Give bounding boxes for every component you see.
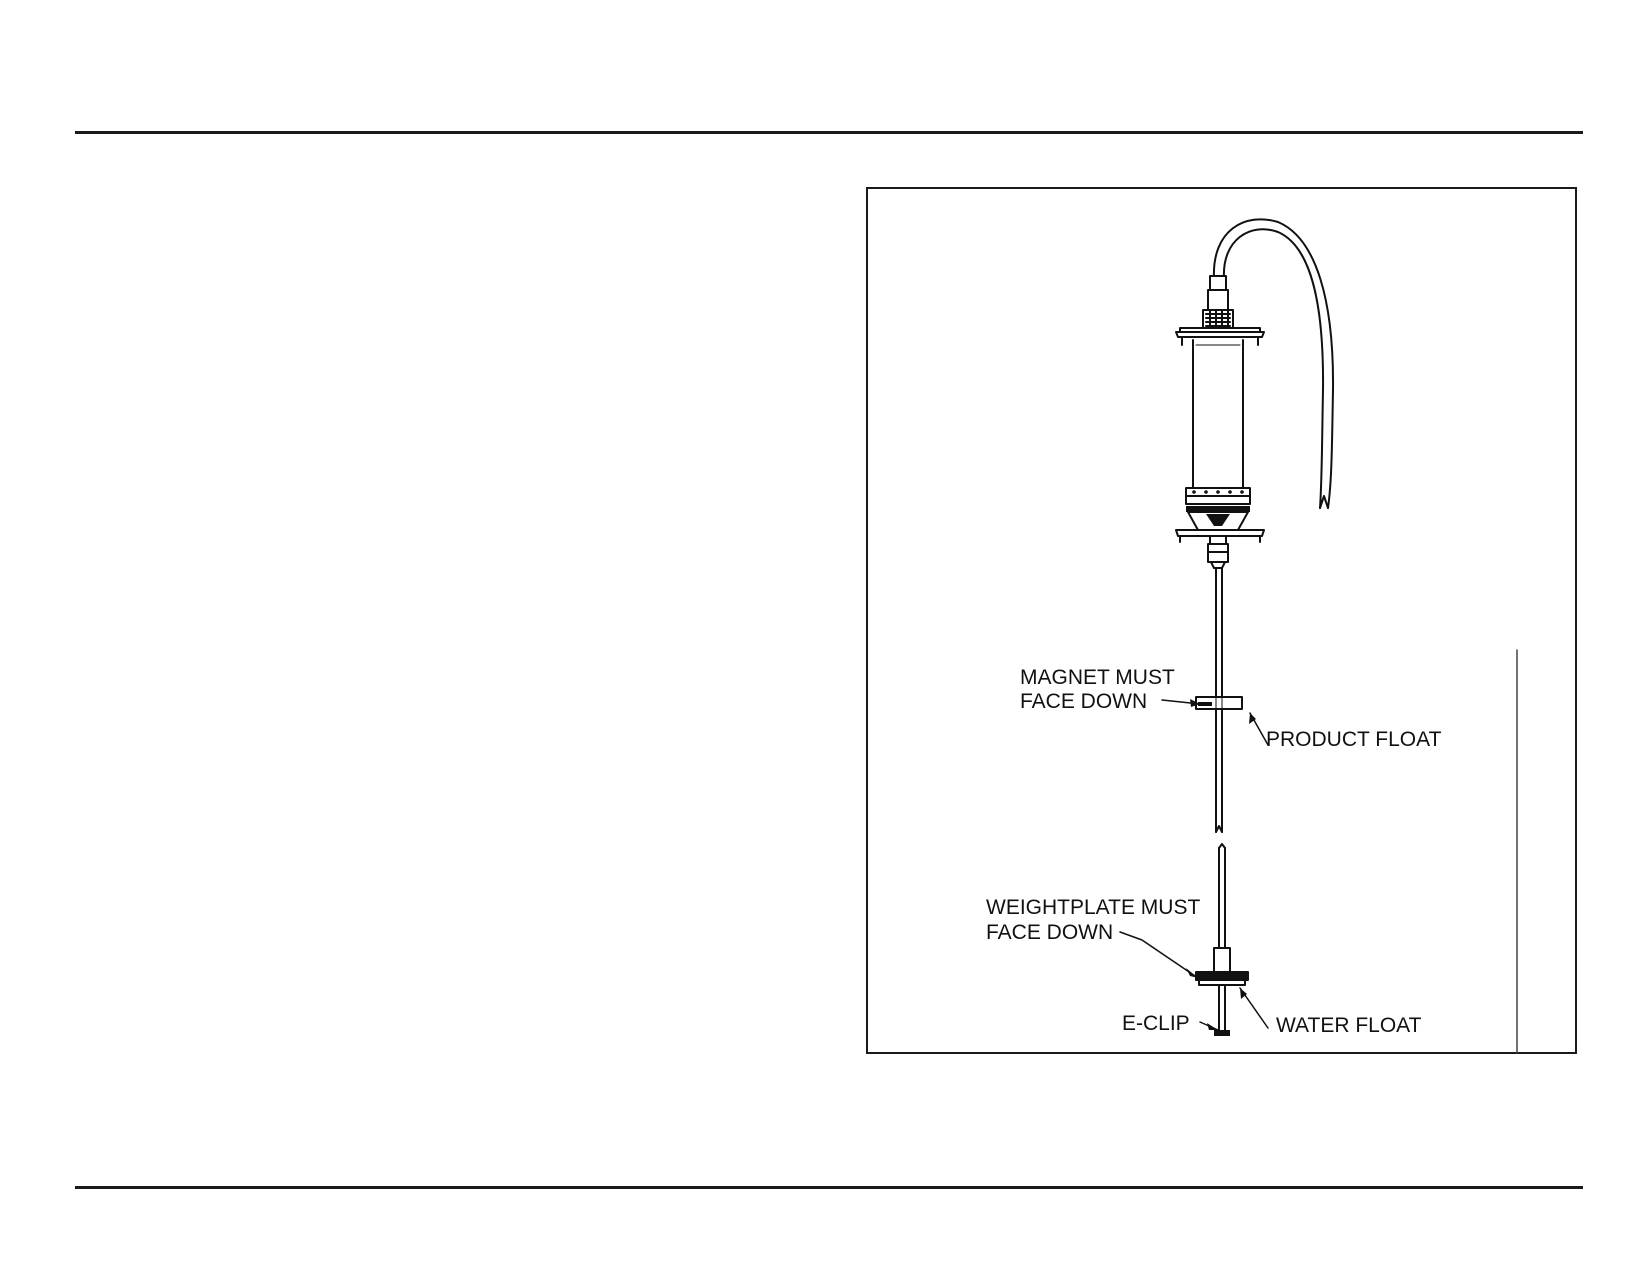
footer-rule [75, 1186, 1583, 1189]
e-clip-arrowhead [1207, 1023, 1218, 1030]
e-clip [1214, 1030, 1230, 1036]
magnet-label-line2: FACE DOWN [1020, 690, 1147, 713]
water-float-label: WATER FLOAT [1276, 1014, 1422, 1037]
header-rule [75, 131, 1583, 134]
housing-tube [1192, 339, 1244, 489]
product-float-label: PRODUCT FLOAT [1266, 728, 1442, 751]
e-clip-label: E-CLIP [1122, 1012, 1190, 1035]
top-flange [1175, 327, 1265, 346]
weightplate-label-line1: WEIGHTPLATE MUST [986, 896, 1200, 919]
magnet-arrowhead [1190, 699, 1200, 707]
bottom-flange [1175, 529, 1265, 543]
water-float [1195, 947, 1249, 986]
water-float-arrowhead [1240, 988, 1247, 999]
product-float [1195, 696, 1243, 710]
cable [1212, 218, 1335, 509]
figure-frame [866, 187, 1577, 1054]
bolt-ring [1185, 487, 1251, 531]
product-float-arrowhead [1249, 713, 1256, 724]
cable-connector [1202, 275, 1234, 329]
weightplate-label-line2: FACE DOWN [986, 921, 1113, 944]
weightplate-leader [1119, 931, 1199, 979]
compression-fitting [1207, 535, 1229, 569]
probe-shaft-lower [1218, 843, 1226, 1031]
magnet-label-line1: MAGNET MUST [1020, 666, 1175, 689]
weightplate-arrowhead [1186, 968, 1198, 978]
